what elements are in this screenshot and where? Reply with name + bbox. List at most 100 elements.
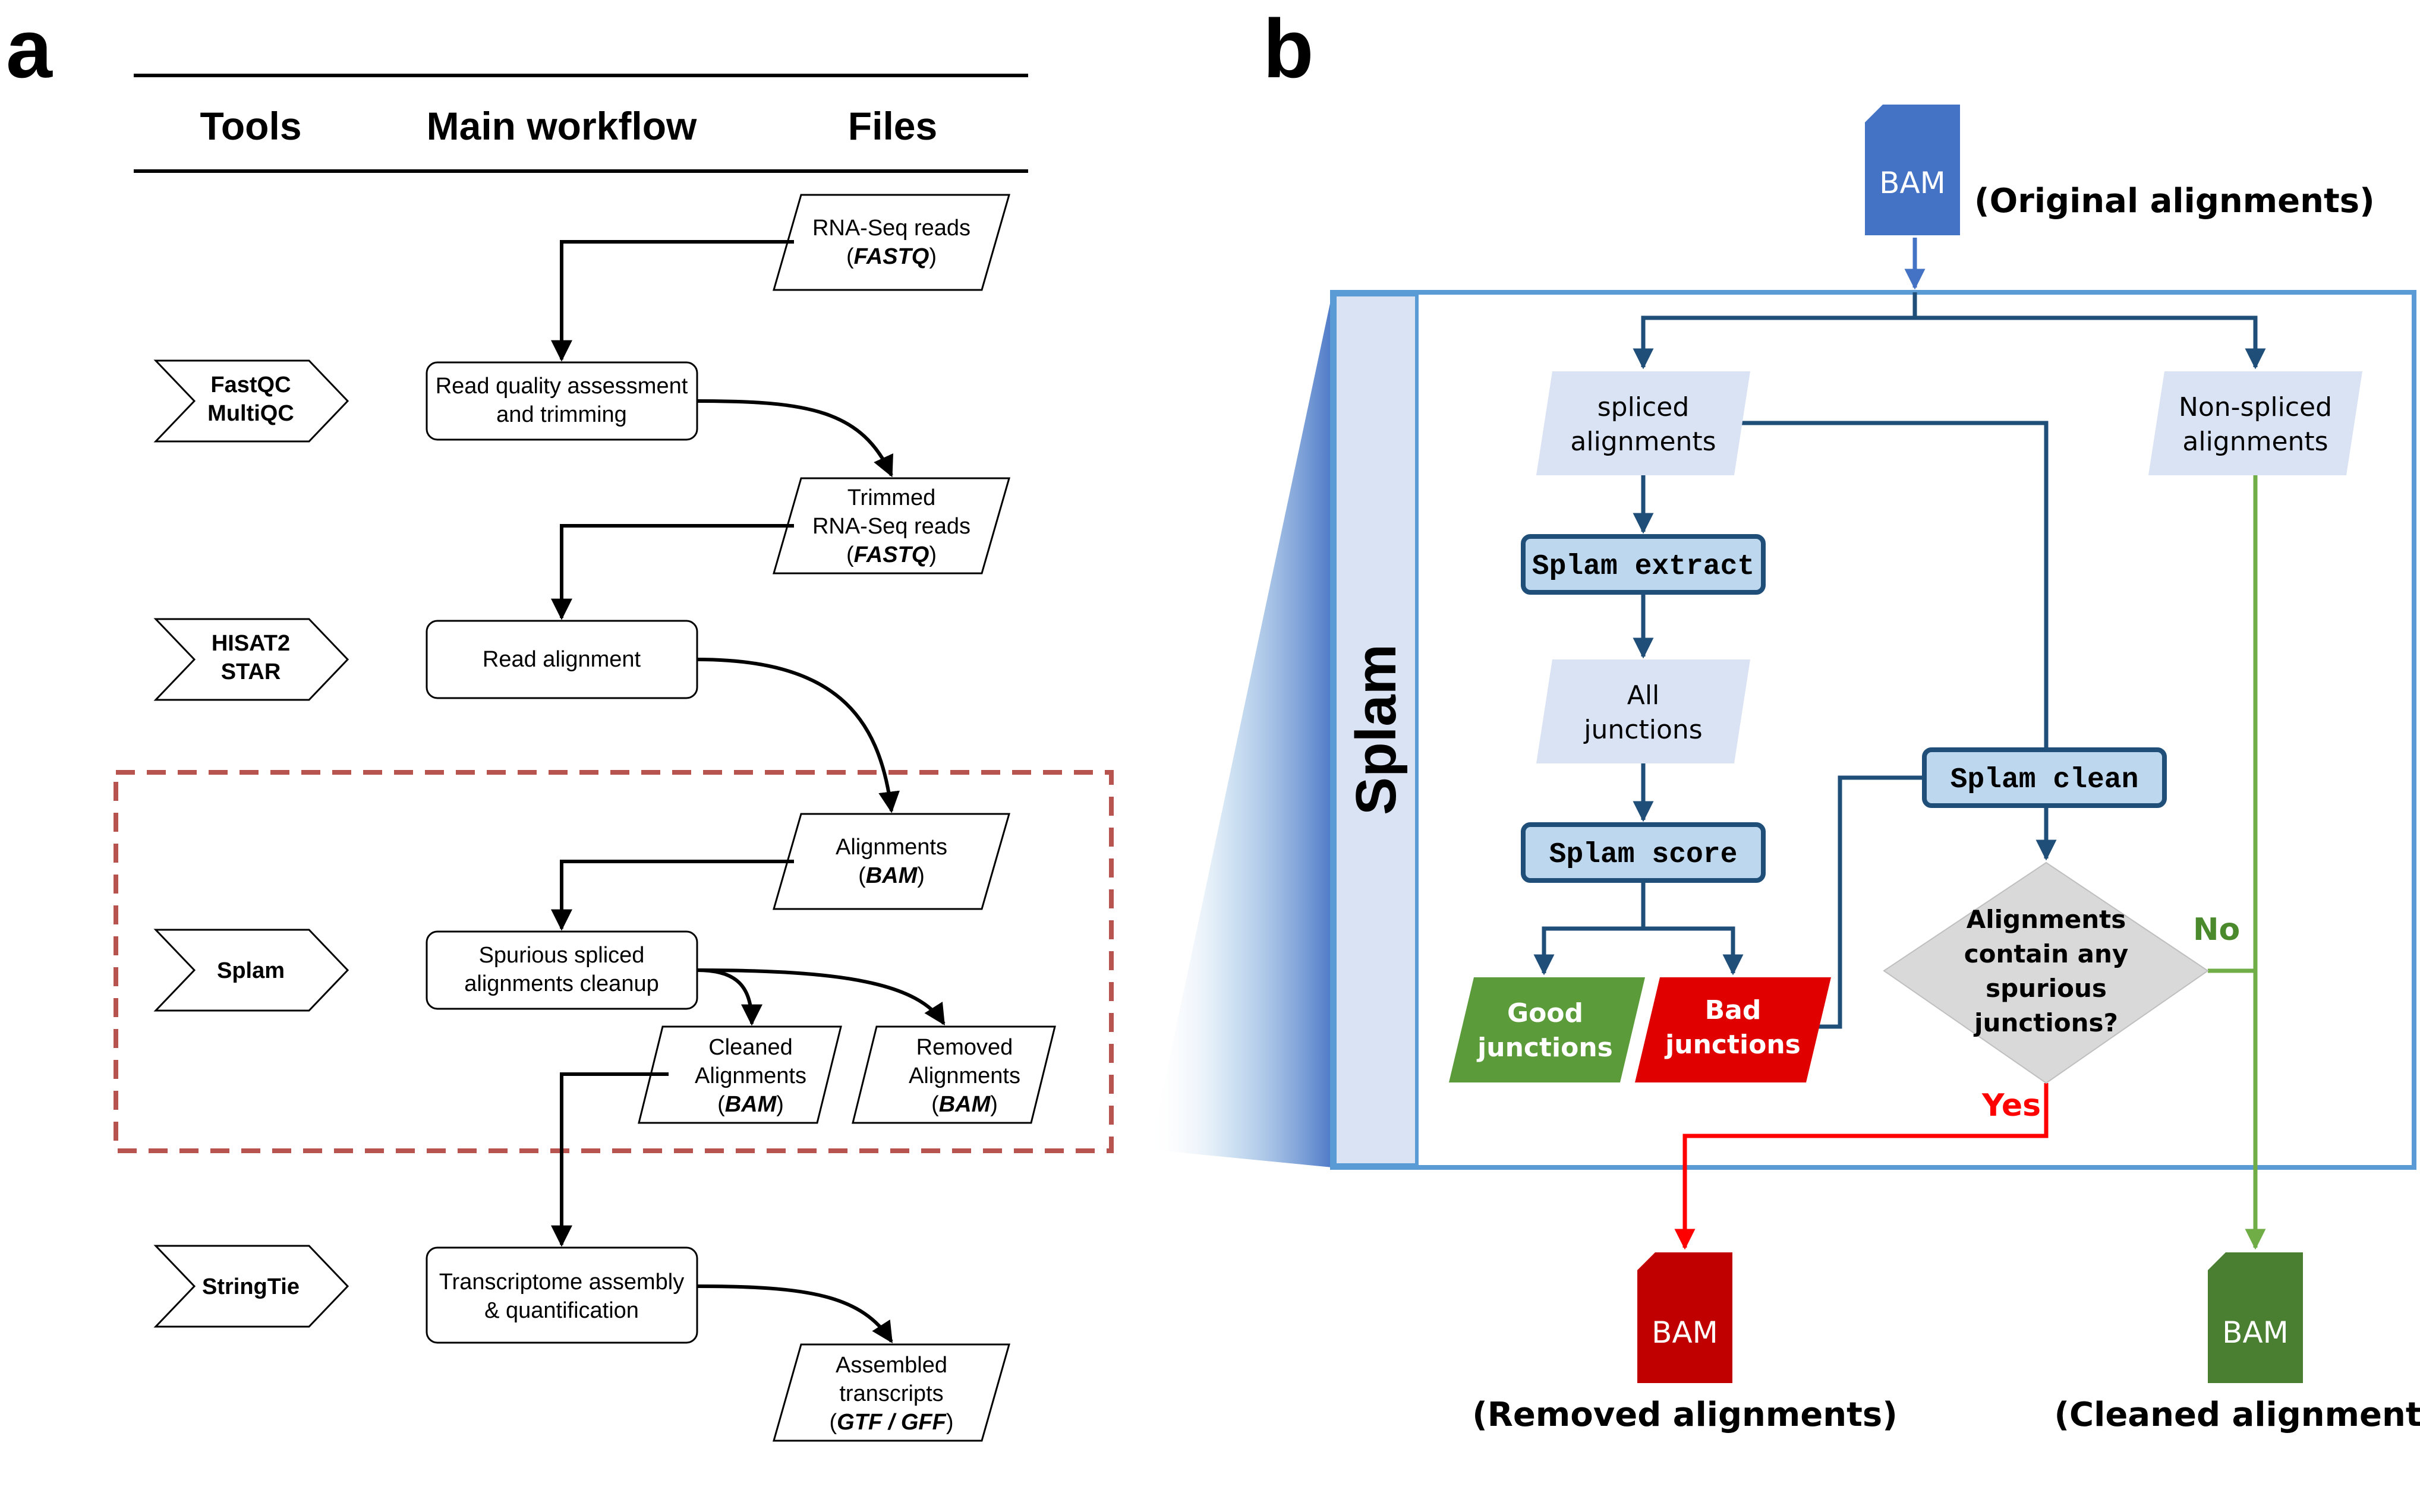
svg-text:Good: Good <box>1507 998 1583 1028</box>
step-read-alignment: Read alignment <box>426 620 698 699</box>
svg-text:and trimming: and trimming <box>496 402 627 427</box>
svg-text:BAM: BAM <box>2222 1315 2289 1350</box>
svg-text:BAM: BAM <box>1879 166 1946 200</box>
tool-hisat2-star: HISAT2 STAR <box>153 618 349 701</box>
line-bad-to-clean <box>1816 775 1924 1029</box>
decision-spurious-junctions: Alignments contain any spurious junction… <box>1883 861 2209 1084</box>
svg-text:FastQC: FastQC <box>210 373 291 397</box>
svg-text:Splam extract: Splam extract <box>1532 551 1754 583</box>
splam-region-dashed-box <box>114 770 1114 1153</box>
node-all-junctions: All junctions <box>1536 659 1750 763</box>
label-no: No <box>2193 912 2240 948</box>
svg-text:HISAT2: HISAT2 <box>212 631 290 656</box>
svg-text:Alignments: Alignments <box>909 1063 1020 1088</box>
svg-text:Read quality assessment: Read quality assessment <box>436 374 688 399</box>
svg-text:(BAM): (BAM) <box>717 1092 784 1117</box>
svg-text:Bad: Bad <box>1705 995 1762 1025</box>
node-bad-junctions: Bad junctions <box>1635 977 1831 1082</box>
bam-removed-icon: BAM <box>1637 1252 1732 1383</box>
tool-fastqc-multiqc: FastQC MultiQC <box>153 359 349 443</box>
header-main-workflow: Main workflow <box>427 104 697 148</box>
arrow-alignment-to-bam <box>697 658 900 813</box>
bam-cleaned-icon: BAM <box>2208 1252 2303 1383</box>
file-cleaned-alignments: Cleaned Alignments (BAM) <box>638 1025 842 1124</box>
line-spliced-to-clean <box>1738 421 2049 750</box>
svg-text:alignments cleanup: alignments cleanup <box>464 971 658 996</box>
arrow-assembly-to-transcripts <box>697 1284 893 1344</box>
file-removed-alignments: Removed Alignments (BAM) <box>852 1025 1056 1124</box>
panel-a-connectors <box>551 240 946 1344</box>
svg-text:RNA-Seq reads: RNA-Seq reads <box>812 514 970 539</box>
splam-sidebar <box>1333 293 1419 1167</box>
svg-text:(BAM): (BAM) <box>931 1092 998 1117</box>
arrow-reads-to-qc <box>551 240 794 362</box>
label-yes: Yes <box>1981 1088 2041 1123</box>
panel-a: a Tools Main workflow Files FastQC Multi… <box>6 2 1114 1442</box>
step-transcriptome-assembly: Transcriptome assembly & quantification <box>426 1246 698 1344</box>
panel-b: b Splam BAM (Original alignments) <box>1150 2 2420 1434</box>
svg-text:junctions: junctions <box>1476 1033 1613 1063</box>
svg-text:Cleaned: Cleaned <box>708 1035 793 1060</box>
file-trimmed-reads: Trimmed RNA-Seq reads (FASTQ) <box>773 477 1010 575</box>
svg-text:RNA-Seq reads: RNA-Seq reads <box>812 216 970 241</box>
node-good-junctions: Good junctions <box>1449 977 1645 1082</box>
cmd-splam-score: Splam score <box>1521 822 1766 883</box>
file-alignments-bam: Alignments (BAM) <box>773 813 1010 910</box>
svg-text:Alignments: Alignments <box>836 835 947 860</box>
svg-text:alignments: alignments <box>2182 427 2328 457</box>
splam-sidebar-label: Splam <box>1344 644 1408 815</box>
header-tools: Tools <box>200 104 301 148</box>
arrow-bam-to-cleanup <box>551 860 794 931</box>
svg-text:Spurious spliced: Spurious spliced <box>479 943 645 968</box>
zoom-gradient-wedge <box>1150 292 1332 1167</box>
svg-text:Transcriptome assembly: Transcriptome assembly <box>439 1270 685 1295</box>
svg-text:Alignments: Alignments <box>1967 905 2126 934</box>
svg-text:contain any: contain any <box>1964 939 2129 968</box>
panel-b-green-connectors <box>2208 475 2266 1250</box>
arrow-score-to-good <box>1533 880 1646 976</box>
svg-text:junctions?: junctions? <box>1973 1008 2118 1037</box>
node-spliced-alignments: spliced alignments <box>1536 371 1750 475</box>
svg-text:Trimmed: Trimmed <box>847 485 935 510</box>
panel-b-label: b <box>1263 2 1314 95</box>
svg-text:Splam: Splam <box>217 958 285 983</box>
svg-text:StringTie: StringTie <box>202 1274 300 1299</box>
svg-text:spurious: spurious <box>1986 974 2107 1003</box>
panel-b-blue-connectors <box>1533 238 2266 1029</box>
panel-a-label: a <box>6 2 53 95</box>
file-assembled-transcripts: Assembled transcripts (GTF / GFF) <box>773 1343 1010 1442</box>
step-read-quality-trimming: Read quality assessment and trimming <box>426 361 698 441</box>
tool-splam: Splam <box>153 929 349 1012</box>
header-files: Files <box>848 104 937 148</box>
cmd-splam-extract: Splam extract <box>1521 534 1766 595</box>
svg-text:Non-spliced: Non-spliced <box>2179 392 2332 422</box>
svg-text:Assembled: Assembled <box>836 1353 947 1378</box>
svg-text:Splam clean: Splam clean <box>1951 764 2139 796</box>
svg-text:MultiQC: MultiQC <box>207 401 294 426</box>
arrow-cleanup-to-removed <box>697 968 946 1026</box>
caption-removed-alignments: (Removed alignments) <box>1472 1396 1898 1434</box>
arrow-split-to-spliced <box>1633 292 1917 370</box>
node-nonspliced-alignments: Non-spliced alignments <box>2148 371 2362 475</box>
svg-text:(GTF / GFF): (GTF / GFF) <box>830 1410 954 1435</box>
arrow-cleaned-to-assembly <box>551 1072 669 1247</box>
bam-original-icon: BAM <box>1865 105 1960 235</box>
svg-text:Splam score: Splam score <box>1549 839 1738 871</box>
tool-stringtie: StringTie <box>153 1245 349 1328</box>
svg-text:& quantification: & quantification <box>484 1298 639 1323</box>
svg-text:junctions: junctions <box>1583 715 1702 745</box>
svg-text:junctions: junctions <box>1664 1030 1801 1060</box>
arrow-score-to-bad <box>1643 926 1744 976</box>
svg-text:STAR: STAR <box>221 659 281 684</box>
svg-text:(FASTQ): (FASTQ) <box>846 244 937 269</box>
svg-text:spliced: spliced <box>1597 392 1690 422</box>
svg-text:Alignments: Alignments <box>695 1063 806 1088</box>
svg-text:(FASTQ): (FASTQ) <box>846 542 937 567</box>
step-spurious-cleanup: Spurious spliced alignments cleanup <box>426 930 698 1010</box>
arrow-split-to-nonspliced <box>1915 315 2266 370</box>
svg-text:All: All <box>1627 680 1660 711</box>
caption-cleaned-alignments: (Cleaned alignments) <box>2054 1396 2420 1434</box>
svg-text:alignments: alignments <box>1570 427 1716 457</box>
arrow-trimmed-to-alignment <box>551 524 794 620</box>
